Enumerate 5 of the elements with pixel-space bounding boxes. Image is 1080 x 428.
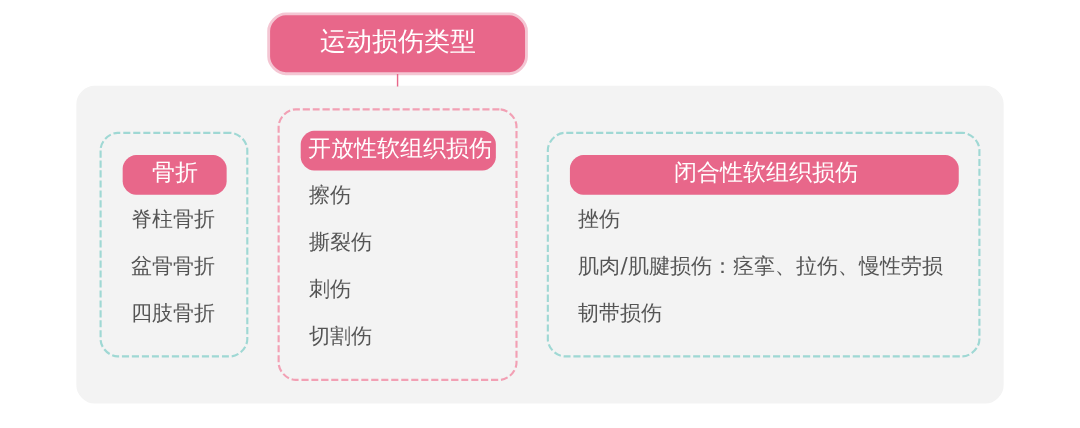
node-box: 开放性软组织损伤 擦伤 撕裂伤 刺伤 切割伤 — [277, 108, 518, 381]
node-box: 骨折 脊柱骨折 盆骨骨折 四肢骨折 — [99, 131, 249, 358]
node-box: 运动损伤类型 — [267, 12, 528, 76]
node-box: 闭合性软组织损伤 挫伤 肌肉/肌腱损伤：痉挛、拉伤、慢性劳损 韧带损伤 — [546, 131, 981, 358]
cluster — [76, 85, 1004, 404]
